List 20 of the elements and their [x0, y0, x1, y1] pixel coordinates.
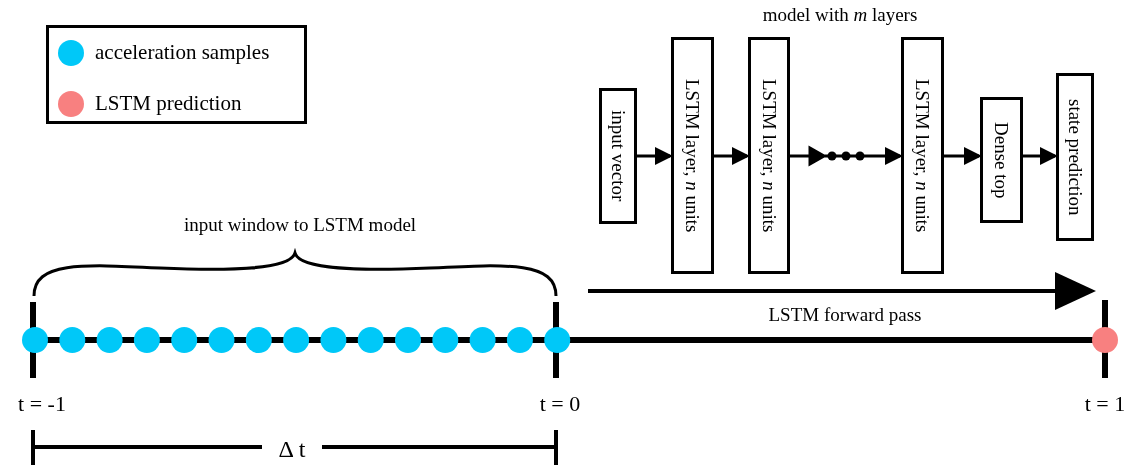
dimension-label: Δ t — [278, 436, 306, 463]
legend-label: acceleration samples — [95, 41, 270, 65]
time-label: t = 1 — [1084, 392, 1126, 417]
legend-label: LSTM prediction — [95, 92, 242, 116]
arrow — [637, 147, 673, 165]
time-label: t = 0 — [539, 392, 581, 417]
layer-box: input vector — [599, 88, 637, 224]
layer-box: Dense top — [980, 97, 1023, 223]
layer-box: state prediction — [1056, 73, 1094, 241]
bracket-label: input window to LSTM model — [183, 215, 417, 236]
arrow — [788, 146, 903, 166]
arrow — [944, 147, 982, 165]
layer-box: LSTM layer, n units — [901, 37, 944, 274]
time-label: t = -1 — [18, 392, 66, 417]
arrow-label: LSTM forward pass — [768, 305, 922, 326]
diagram-title: model with m layers — [761, 5, 919, 26]
arrow — [1023, 147, 1058, 165]
arrow — [714, 147, 750, 165]
layer-box: LSTM layer, n units — [671, 37, 714, 274]
layer-box: LSTM layer, n units — [748, 37, 790, 274]
